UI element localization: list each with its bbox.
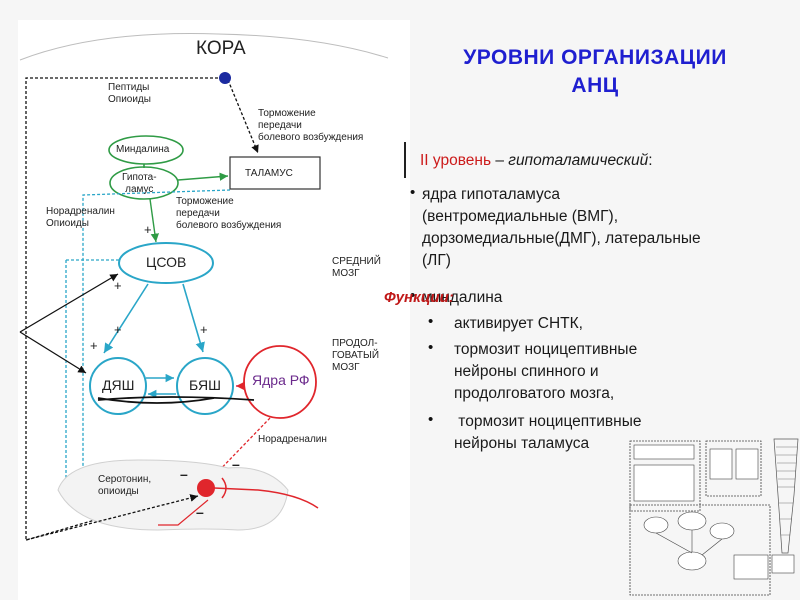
plus-sign: + bbox=[90, 338, 98, 353]
medulla-brace-lower bbox=[97, 396, 255, 401]
functions-overlay: Функции: bbox=[384, 289, 454, 306]
function3-line2: нейроны таламуса bbox=[454, 435, 590, 452]
inhibition1-line2: передачи bbox=[258, 120, 302, 131]
spinal-synapse bbox=[221, 477, 227, 499]
noradrenaline-line1: Норадреналин bbox=[46, 206, 115, 217]
inhibition-label-2: Торможение передачи болевого возбуждения bbox=[176, 196, 281, 232]
serotonin-line1: Серотонин, bbox=[98, 474, 152, 485]
thalamus-label: ТАЛАМУС bbox=[245, 168, 293, 179]
tsov-oval bbox=[118, 242, 214, 284]
serotonin-label: Серотонин, опиоиды bbox=[98, 474, 151, 498]
pain-system-diagram: КОРА Пептиды Опиоиды Торможение передачи… bbox=[18, 20, 410, 600]
inhibition2-line3: болевого возбуждения bbox=[176, 220, 282, 231]
hypothalamus-to-thalamus-arrow bbox=[177, 172, 229, 181]
inhibition-label-1: Торможение передачи болевого возбуждения bbox=[258, 108, 363, 144]
peptides-line1: Пептиды bbox=[108, 82, 150, 93]
bullet-dot: • bbox=[410, 184, 416, 201]
cortex-dot bbox=[219, 72, 231, 84]
spinal-cord-outline bbox=[57, 459, 289, 531]
inhibition1-line1: Торможение bbox=[258, 108, 316, 119]
item1-line1: ядра гипоталамуса bbox=[422, 186, 560, 203]
cortex-descending-path bbox=[25, 77, 223, 541]
cortex-to-thalamus-arrow bbox=[227, 79, 259, 154]
hypothalamus-label: Гипота- ламус bbox=[122, 172, 157, 196]
title-line2: АНЦ bbox=[571, 74, 619, 97]
slide-title: УРОВНИ ОРГАНИЗАЦИИ АНЦ bbox=[410, 44, 780, 100]
diagram-lines bbox=[19, 33, 389, 541]
bullet-dot: • bbox=[410, 287, 416, 304]
byash-oval bbox=[176, 357, 234, 415]
function-item-3: тормозит ноцицептивные нейроны таламуса bbox=[454, 411, 642, 455]
amygdala-oval bbox=[108, 135, 184, 165]
bullet-dot: • bbox=[428, 313, 434, 330]
midbrain-line1: СРЕДНИЙ bbox=[332, 256, 381, 267]
spinal-branch bbox=[158, 499, 209, 526]
level-name: гипоталамический bbox=[508, 152, 649, 169]
item1-line2: (вентромедиальные (ВМГ), bbox=[422, 208, 619, 225]
title-line1: УРОВНИ ОРГАНИЗАЦИИ bbox=[463, 46, 727, 69]
hypothalamus-to-tsov-arrow bbox=[149, 198, 159, 243]
plus-sign: + bbox=[144, 222, 152, 237]
minus-sign: – bbox=[196, 504, 204, 520]
input-to-tsov-arrow bbox=[19, 273, 119, 333]
bullet-dot: • bbox=[428, 339, 434, 356]
minus-sign: – bbox=[232, 456, 240, 472]
medulla-line2: ГОВАТЫЙ bbox=[332, 350, 380, 361]
rf-label: Ядра РФ bbox=[252, 372, 310, 388]
midbrain-label: СРЕДНИЙ МОЗГ bbox=[332, 256, 381, 280]
inhibition2-line2: передачи bbox=[176, 208, 220, 219]
tsov-to-byash-arrow bbox=[182, 283, 205, 353]
function-item-2: тормозит ноцицептивные нейроны спинного … bbox=[454, 339, 637, 405]
hypothalamus-nuclei-item: ядра гипоталамуса (вентромедиальные (ВМГ… bbox=[422, 184, 701, 272]
tsov-label: ЦСОВ bbox=[146, 254, 187, 270]
serotonin-line2: опиоиды bbox=[98, 486, 139, 497]
medulla-label: ПРОДОЛ- ГОВАТЫЙ МОЗГ bbox=[332, 338, 379, 374]
dyash-label: ДЯШ bbox=[102, 377, 135, 393]
peptides-label: Пептиды Опиоиды bbox=[108, 82, 151, 106]
cortex-arc bbox=[19, 33, 389, 61]
plus-sign: + bbox=[114, 322, 122, 337]
peptides-line2: Опиоиды bbox=[108, 94, 151, 105]
byash-label: БЯШ bbox=[189, 377, 221, 393]
title-bracket bbox=[404, 142, 412, 178]
amygdala-item: миндалина bbox=[422, 289, 503, 306]
hypothalamus-line1: Гипота- bbox=[122, 172, 157, 183]
amygdala-label: Миндалина bbox=[116, 144, 170, 155]
midbrain-line2: МОЗГ bbox=[332, 268, 360, 279]
function2-line1: тормозит ноцицептивные bbox=[454, 341, 638, 358]
inhibition2-line1: Торможение bbox=[176, 196, 234, 207]
bullet-dot: • bbox=[428, 411, 434, 428]
noradrenaline-opioids-label: Норадреналин Опиоиды bbox=[46, 206, 115, 230]
minus-sign: – bbox=[180, 466, 188, 482]
level-colon: : bbox=[648, 152, 653, 169]
medulla-line1: ПРОДОЛ- bbox=[332, 338, 378, 349]
inhibition1-line3: болевого возбуждения bbox=[258, 132, 364, 143]
thalamus-box bbox=[229, 156, 321, 190]
item1-line3: дорзомедиальные(ДМГ), латеральные bbox=[422, 230, 701, 247]
plus-sign: + bbox=[200, 322, 208, 337]
level-dash: – bbox=[491, 152, 509, 169]
cortex-label: КОРА bbox=[196, 38, 246, 59]
input-to-dyash-arrow bbox=[19, 331, 87, 374]
spinal-axon bbox=[213, 487, 319, 509]
hypothalamus-line2: ламус bbox=[125, 184, 154, 195]
plus-sign: + bbox=[114, 278, 122, 293]
spinal-neuron bbox=[197, 479, 215, 497]
function3-line1: тормозит ноцицептивные bbox=[454, 413, 642, 430]
item1-line4: (ЛГ) bbox=[422, 252, 451, 269]
cortex-to-spinal-dashed bbox=[25, 494, 199, 541]
medulla-line3: МОЗГ bbox=[332, 362, 360, 373]
level-number: II уровень bbox=[420, 152, 492, 169]
level-heading: II уровень – гипоталамический: bbox=[420, 150, 653, 172]
thumbnail-diagram bbox=[622, 435, 800, 600]
tsov-to-dyash-arrow bbox=[103, 283, 149, 354]
noradrenaline-line2: Опиоиды bbox=[46, 218, 89, 229]
function2-line3: продолговатого мозга, bbox=[454, 385, 615, 402]
function2-line2: нейроны спинного и bbox=[454, 363, 599, 380]
noradrenaline-label: Норадреналин bbox=[258, 434, 327, 445]
thalamus-dashed-descending bbox=[82, 189, 231, 493]
function-item-1: активирует СНТК, bbox=[454, 315, 583, 332]
